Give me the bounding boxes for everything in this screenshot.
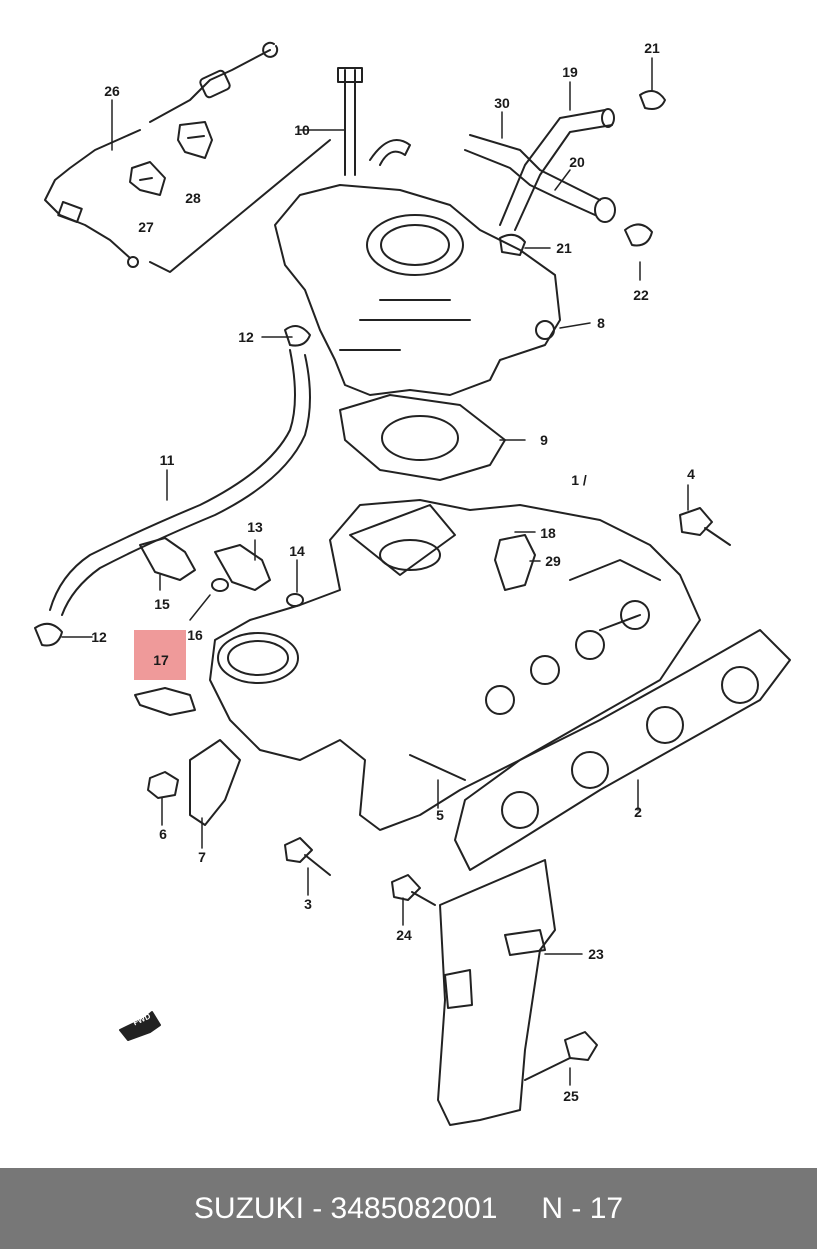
label-part-29: 29: [545, 553, 561, 569]
label-part-23: 23: [588, 946, 604, 962]
valve-29: [494, 534, 536, 591]
label-part-2: 2: [634, 804, 642, 820]
label-part-12a: 12: [238, 329, 254, 345]
clamp-21: [639, 90, 666, 110]
label-part-14: 14: [289, 543, 305, 559]
label-part-17b: 1 /: [571, 472, 587, 488]
wire-harness-26: [44, 41, 331, 273]
label-part-12b: 12: [91, 629, 107, 645]
leader-lines: [61, 57, 689, 1086]
diagram-drawing: [34, 41, 791, 1126]
label-part-18: 18: [540, 525, 556, 541]
sensor-17: [134, 687, 196, 716]
label-part-22: 22: [633, 287, 649, 303]
label-part-9: 9: [540, 432, 548, 448]
washer-14: [286, 593, 304, 607]
sensor-15: [139, 537, 196, 581]
label-part-6: 6: [159, 826, 167, 842]
gasket-2: [454, 629, 791, 871]
label-part-19: 19: [562, 64, 578, 80]
clamp-12a: [284, 325, 311, 347]
clip-27: [129, 161, 166, 196]
label-part-27: 27: [138, 219, 154, 235]
highlighted-part-marker: [134, 630, 186, 680]
footer-part-number: SUZUKI - 3485082001: [193, 1191, 498, 1225]
clamp-21b: [499, 233, 526, 256]
carburetor-assembly: [274, 67, 561, 396]
bolt-4: [679, 507, 731, 546]
clamp-12b: [34, 622, 63, 647]
gasket-9-hole: [381, 415, 459, 461]
label-part-13: 13: [247, 519, 263, 535]
gasket-9: [339, 394, 506, 481]
label-part-4: 4: [687, 466, 695, 482]
hose-11: [49, 349, 311, 616]
label-part-10: 10: [294, 122, 310, 138]
label-part-3: 3: [304, 896, 312, 912]
stud-5: [409, 754, 466, 781]
label-part-17: 17: [153, 652, 169, 668]
label-part-30: 30: [494, 95, 510, 111]
label-part-16: 16: [187, 627, 203, 643]
clamp-22: [624, 223, 653, 247]
label-part-21b: 21: [556, 240, 572, 256]
fwd-arrow-icon: [119, 1011, 161, 1041]
gasket-7: [189, 739, 241, 826]
label-part-25: 25: [563, 1088, 579, 1104]
sensor-13: [214, 544, 271, 591]
intake-manifold: [209, 499, 701, 831]
footer-diagram-ref: N - 17: [541, 1191, 624, 1225]
washer-16: [211, 578, 229, 592]
hoses-19-20-30: [464, 108, 616, 231]
bolt-25: [524, 1031, 598, 1081]
label-part-24: 24: [396, 927, 412, 943]
bolt-3: [284, 837, 331, 876]
label-part-15: 15: [154, 596, 170, 612]
label-part-7: 7: [198, 849, 206, 865]
label-part-21a: 21: [644, 40, 660, 56]
bracket-23: [437, 859, 556, 1126]
label-part-8: 8: [597, 315, 605, 331]
label-part-11: 11: [159, 452, 175, 468]
footer-bar: SUZUKI - 3485082001 N - 17: [0, 1168, 817, 1249]
label-part-5: 5: [436, 807, 444, 823]
label-part-26: 26: [104, 83, 120, 99]
clip-28: [177, 121, 213, 159]
label-part-20: 20: [569, 154, 585, 170]
nut-6: [147, 771, 179, 799]
label-part-28: 28: [185, 190, 201, 206]
exploded-parts-diagram: 26 27 28 10 21 19 30 20 21 22 12 8 9 11 …: [34, 40, 791, 1126]
bolt-24: [391, 874, 436, 906]
bracket-23-inner: [444, 929, 546, 1009]
